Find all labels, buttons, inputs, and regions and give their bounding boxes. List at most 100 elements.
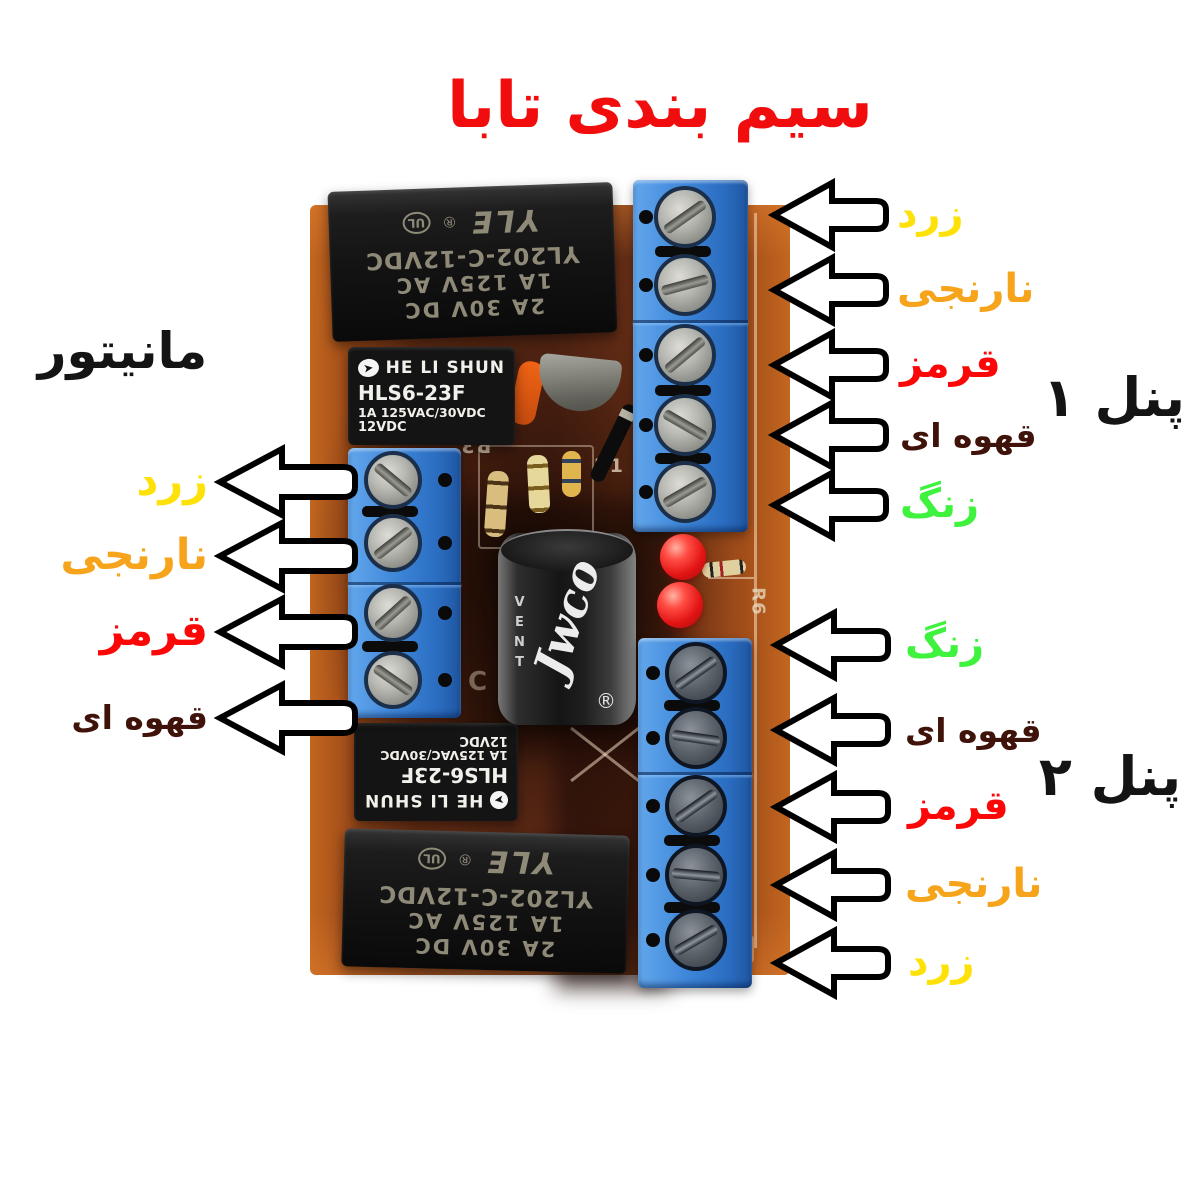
wire-label-green: زنگ — [900, 481, 980, 527]
screw-slot — [373, 594, 413, 632]
electrolytic-capacitor: VENT Jwco ® — [498, 529, 636, 725]
wire-label-yellow: زرد — [908, 939, 975, 985]
screw-slot — [372, 462, 414, 498]
capacitor-brand: Jwco — [522, 552, 612, 684]
terminal-screw[interactable] — [665, 844, 727, 906]
relay-rating: 1A 125VAC/30VDC — [358, 404, 486, 420]
relay-model: HLS6-23F — [400, 763, 508, 788]
wire-label-orange: نارنجی — [905, 861, 1043, 907]
terminal-screw[interactable] — [364, 451, 422, 509]
helishun-logo-icon: ➤ — [489, 790, 510, 811]
terminal-slot — [664, 835, 720, 846]
terminal-slot — [655, 385, 711, 396]
wire-hole — [646, 666, 660, 680]
silkscreen-c-label: C — [468, 667, 489, 697]
wire-arrow-icon — [213, 680, 358, 756]
terminal-block-monitor — [348, 448, 461, 718]
silkscreen-line — [754, 213, 757, 948]
terminal-screw[interactable] — [654, 186, 716, 248]
wire-arrow-icon — [767, 467, 889, 543]
wire-label-brown: قهوه ای — [900, 416, 1037, 455]
screw-slot — [372, 525, 414, 561]
wire-hole — [646, 868, 660, 882]
wire-arrow-icon — [769, 925, 891, 1001]
wire-hole — [646, 933, 660, 947]
resistor-r6 — [701, 558, 747, 579]
wire-hole — [438, 536, 452, 550]
wire-label-red: قرمز — [99, 606, 208, 656]
wire-arrow-icon — [767, 397, 889, 473]
page-title: سیم بندی تابا — [447, 68, 873, 143]
screw-slot — [662, 199, 708, 235]
wire-arrow-icon — [769, 692, 891, 768]
screw-slot — [661, 408, 709, 442]
wire-label-red: قرمز — [900, 341, 1001, 387]
screw-slot — [372, 663, 414, 697]
terminal-screw[interactable] — [665, 642, 727, 704]
terminal-slot — [362, 506, 418, 517]
silkscreen-line — [708, 577, 754, 579]
panel2-label: پنل ۲ — [1038, 745, 1182, 808]
relay-model: HLS6-23F — [358, 380, 466, 405]
terminal-seam — [633, 320, 748, 323]
wire-arrow-icon — [213, 518, 358, 594]
relay-text: 2A 30V DC — [402, 293, 546, 323]
terminal-screw[interactable] — [654, 254, 716, 316]
terminal-screw[interactable] — [665, 775, 727, 837]
wire-hole — [639, 278, 653, 292]
screw-slot — [671, 867, 721, 883]
screw-slot — [672, 923, 720, 957]
wire-arrow-icon — [767, 252, 889, 328]
relay-brand: HE LI SHUN — [385, 357, 505, 378]
registered-mark: ® — [596, 689, 616, 713]
screw-slot — [661, 475, 709, 509]
wire-label-orange: نارنجی — [897, 266, 1035, 312]
relay-brand: YLE — [468, 201, 541, 240]
led-red — [660, 534, 706, 580]
wire-label-brown: قهوه ای — [71, 698, 208, 737]
screw-slot — [671, 729, 721, 747]
relay-rating: 1A 125VAC/30VDC — [380, 748, 508, 764]
terminal-screw[interactable] — [665, 909, 727, 971]
ul-mark: UL — [417, 847, 446, 871]
wire-label-brown: قهوه ای — [905, 711, 1042, 750]
terminal-screw[interactable] — [654, 324, 716, 386]
relay-voltage: 12VDC — [358, 419, 407, 435]
relay-yle-bottom: 2A 30V DC 1A 125V AC YL202-C-12VDC YLE ®… — [341, 828, 630, 974]
relay-hls-bottom: ➤ HE LI SHUN HLS6-23F 1A 125VAC/30VDC 12… — [354, 723, 518, 821]
terminal-slot — [664, 700, 720, 711]
wire-hole — [639, 418, 653, 432]
wire-hole — [438, 473, 452, 487]
wire-label-yellow: زرد — [136, 456, 208, 506]
wire-arrow-icon — [767, 327, 889, 403]
helishun-logo-icon: ➤ — [356, 357, 380, 378]
wire-label-yellow: زرد — [897, 191, 964, 237]
pcb-board: R3 R1 R6 C 2A 30V DC 1A 125V AC YL202-C-… — [310, 180, 790, 990]
wire-hole — [646, 799, 660, 813]
terminal-screw[interactable] — [364, 651, 422, 709]
wire-arrow-icon — [213, 444, 358, 520]
wire-hole — [639, 348, 653, 362]
wire-arrow-icon — [769, 607, 891, 683]
relay-brand: HE LI SHUN — [364, 790, 484, 811]
relay-text: 2A 30V DC — [413, 933, 556, 961]
led-red — [657, 582, 703, 628]
wire-label-orange: نارنجی — [60, 530, 208, 580]
relay-hls-top: ➤ HE LI SHUN HLS6-23F 1A 125VAC/30VDC 12… — [348, 347, 515, 445]
terminal-slot — [362, 641, 418, 652]
terminal-seam — [348, 582, 461, 585]
relay-voltage: 12VDC — [459, 733, 508, 749]
screw-slot — [663, 335, 707, 375]
wire-arrow-icon — [769, 769, 891, 845]
terminal-screw[interactable] — [364, 514, 422, 572]
terminal-screw[interactable] — [654, 394, 716, 456]
silkscreen-r6-label: R6 — [747, 587, 769, 616]
resistor — [526, 454, 551, 514]
relay-hls-top-print: ➤ HE LI SHUN HLS6-23F 1A 125VAC/30VDC 12… — [348, 347, 515, 445]
wire-label-green: زنگ — [905, 621, 985, 667]
terminal-screw[interactable] — [665, 707, 727, 769]
terminal-screw[interactable] — [364, 584, 422, 642]
relay-yle-bottom-print: 2A 30V DC 1A 125V AC YL202-C-12VDC YLE ®… — [341, 828, 630, 973]
screw-slot — [673, 788, 719, 824]
terminal-screw[interactable] — [654, 461, 716, 523]
